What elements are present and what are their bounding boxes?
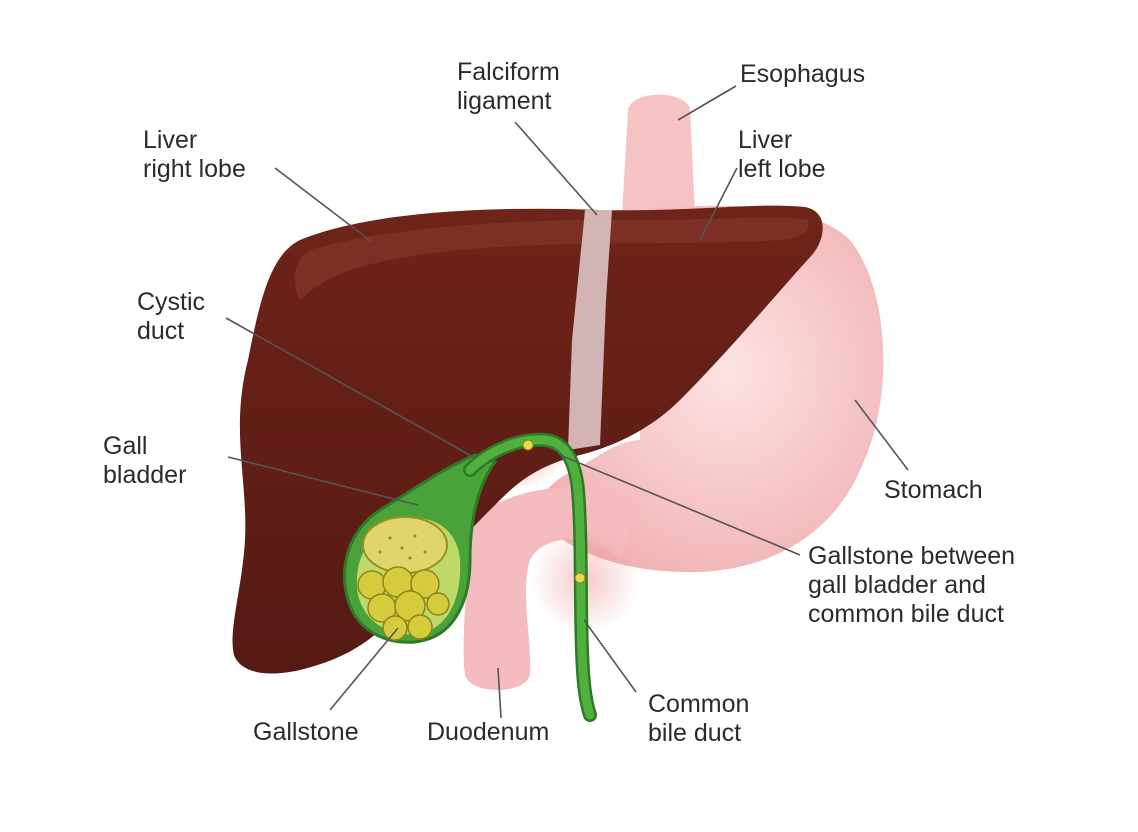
label-common-bile-duct: Common bile duct [648, 690, 749, 748]
label-gall-bladder: Gall bladder [103, 432, 186, 490]
label-line: Common [648, 690, 750, 718]
stone-speckles [378, 534, 427, 560]
label-line: bladder [103, 461, 187, 489]
duct-gallstone-mid [574, 572, 586, 584]
label-line: Stomach [884, 476, 983, 504]
label-line: Gallstone between [808, 542, 1016, 570]
label-line: Duodenum [427, 718, 550, 746]
leader-esophagus [677, 85, 737, 121]
label-line: Gall [103, 432, 148, 460]
label-line: right lobe [143, 155, 246, 183]
label-gallstone-between: Gallstone between gall bladder and commo… [808, 542, 1015, 629]
label-liver-right-lobe: Liver right lobe [143, 126, 246, 184]
leader-falciform [514, 121, 598, 216]
leader-lines [225, 85, 909, 719]
label-line: common bile duct [808, 600, 1004, 628]
large-gallstone [362, 516, 448, 574]
label-line: bile duct [648, 719, 742, 747]
duct-gallstone-top [522, 439, 534, 451]
esophagus-shape [622, 94, 695, 215]
label-line: Falciform [457, 58, 560, 86]
leader-gallstone-between [559, 454, 801, 556]
falciform-ligament-shape [568, 210, 612, 450]
gallstone-cluster [357, 566, 450, 641]
leader-cystic-duct [225, 317, 476, 459]
label-line: duct [137, 317, 185, 345]
label-cystic-duct: Cystic duct [137, 288, 205, 346]
label-line: Liver [143, 126, 198, 154]
leader-duodenum [497, 667, 502, 719]
leader-gallstone [329, 627, 399, 711]
label-line: ligament [457, 87, 552, 115]
label-line: left lobe [738, 155, 826, 183]
label-line: Liver [738, 126, 793, 154]
leader-gall-bladder [227, 456, 419, 506]
label-line: Esophagus [740, 60, 866, 88]
leader-liver-right [274, 167, 373, 243]
leader-liver-left [699, 167, 738, 241]
label-liver-left-lobe: Liver left lobe [738, 126, 826, 184]
label-line: gall bladder and [808, 571, 986, 599]
label-stomach: Stomach [884, 476, 983, 505]
label-line: Gallstone [253, 718, 359, 746]
label-line: Cystic [137, 288, 206, 316]
label-duodenum: Duodenum [427, 718, 549, 747]
label-gallstone: Gallstone [253, 718, 359, 747]
leader-stomach [854, 399, 909, 471]
stomach-shape [537, 205, 884, 573]
label-esophagus: Esophagus [740, 60, 865, 89]
liver-highlight [294, 217, 809, 300]
common-bile-duct-shape [465, 435, 595, 720]
leader-common-bile-duct [583, 619, 637, 693]
label-falciform-ligament: Falciform ligament [457, 58, 560, 116]
